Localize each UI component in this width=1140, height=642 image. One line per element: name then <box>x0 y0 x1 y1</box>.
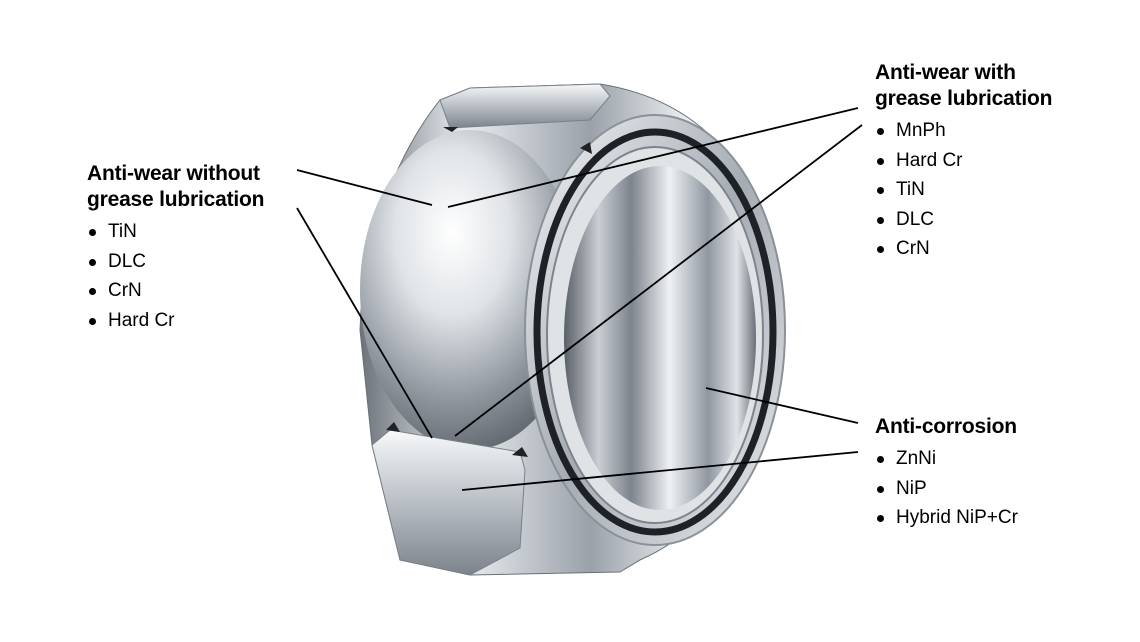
top-notch-right <box>580 142 592 154</box>
list-item: NiP <box>875 474 1115 504</box>
list-item: TiN <box>87 217 317 247</box>
list-item: ZnNi <box>875 444 1115 474</box>
callout-title: Anti-wear without grease lubrication <box>87 162 265 211</box>
leader-corrosion-2 <box>461 451 859 491</box>
leader-corrosion-1 <box>705 387 859 424</box>
leader-with-grease-2 <box>454 124 863 437</box>
list-item: Hard Cr <box>875 146 1115 176</box>
list-item: CrN <box>87 276 317 306</box>
list-item: CrN <box>875 234 1115 264</box>
list-item: DLC <box>87 247 317 277</box>
list-item: Hard Cr <box>87 306 317 336</box>
list-item: MnPh <box>875 116 1115 146</box>
callout-anti-wear-with-grease: Anti-wear with grease lubrication MnPh H… <box>875 60 1115 264</box>
list-item: Hybrid NiP+Cr <box>875 503 1115 533</box>
top-notch-left <box>443 127 458 132</box>
coating-list: MnPh Hard Cr TiN DLC CrN <box>875 116 1115 264</box>
bottom-notch-left <box>386 422 400 432</box>
leader-without-grease-2 <box>296 207 433 439</box>
callout-title: Anti-wear with grease lubrication <box>875 61 1053 110</box>
seal-ring <box>533 128 777 536</box>
bottom-notch-right <box>512 447 528 457</box>
bore <box>564 166 756 510</box>
leader-with-grease-1 <box>447 107 859 208</box>
callout-title: Anti-corrosion <box>875 415 1017 438</box>
list-item: TiN <box>875 175 1115 205</box>
callout-anti-wear-without-grease: Anti-wear without grease lubrication TiN… <box>87 161 317 335</box>
inner-ball <box>360 130 580 450</box>
callout-anti-corrosion: Anti-corrosion ZnNi NiP Hybrid NiP+Cr <box>875 414 1115 533</box>
list-item: DLC <box>875 205 1115 235</box>
coating-list: TiN DLC CrN Hard Cr <box>87 217 317 335</box>
coating-list: ZnNi NiP Hybrid NiP+Cr <box>875 444 1115 533</box>
bottom-block <box>371 429 526 576</box>
leader-without-grease-1 <box>296 169 433 206</box>
